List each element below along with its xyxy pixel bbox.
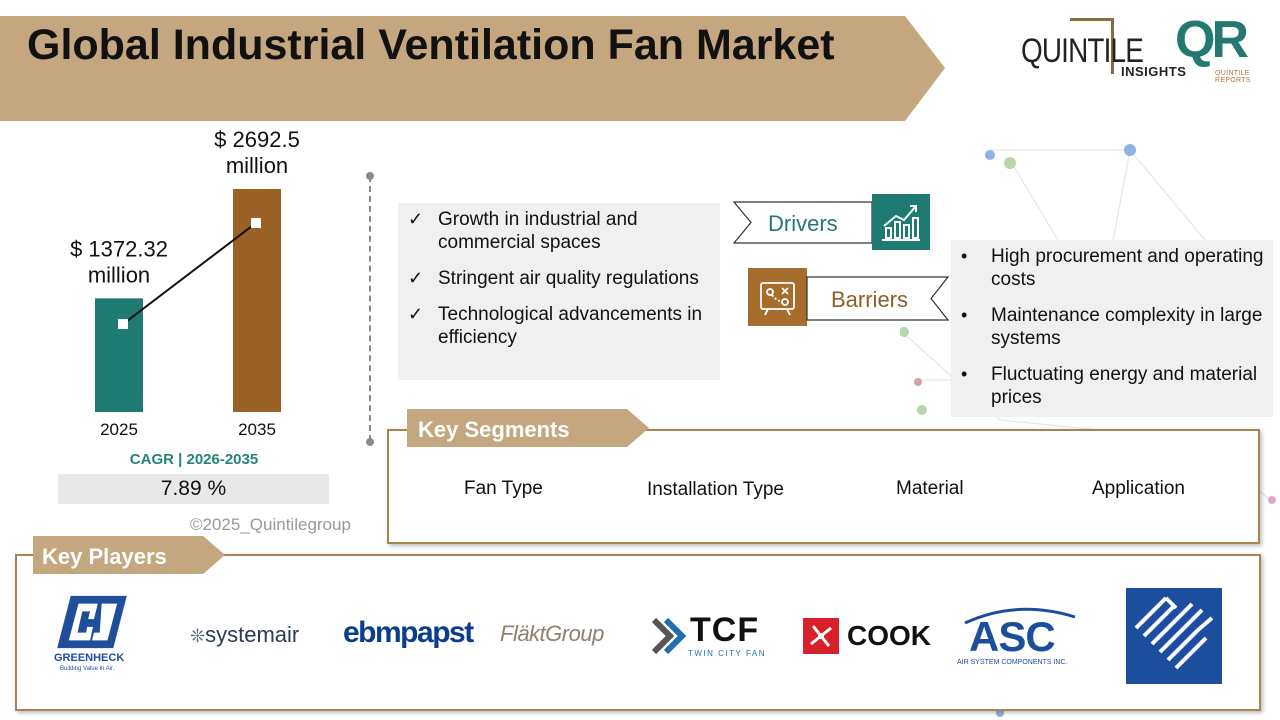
page-title: Global Industrial Ventilation Fan Market [27,21,835,69]
segment-application: Application [1092,478,1185,499]
growth-chart-icon [872,194,930,250]
diagonal-pattern-mark [1134,596,1214,670]
cook-logo: COOK [803,618,931,654]
title-banner [0,16,945,121]
drivers-label: Drivers [768,211,838,236]
logo-frame [1070,18,1114,74]
barrier-item: • Fluctuating energy and material prices [961,363,1266,409]
trend-marker-2035 [251,218,261,228]
driver-item: ✓ Stringent air quality regulations [408,267,713,290]
asc-text: ASC [969,613,1056,660]
segment-fan-type: Fan Type [464,478,543,499]
category-label-2025: 2025 [100,420,138,439]
drivers-panel: ✓ Growth in industrial and commercial spa… [398,203,720,380]
trend-line [122,222,257,325]
quintile-logo: QUINTILE INSIGHTS QR QUINTILE REPORTS [1015,10,1280,85]
barrier-plan-icon [748,268,807,326]
greenheck-mark [57,595,127,649]
barrier-text: Fluctuating energy and material prices [991,364,1258,408]
barriers-list: • High procurement and operating costs • M… [961,245,1266,422]
logo-quintile-text: QUINTILE [1021,32,1144,70]
driver-text: Technological advancements in efficiency [438,304,703,348]
copyright-text: ©2025_Quintilegroup [190,515,351,534]
cagr-title: CAGR | 2026-2035 [129,451,259,468]
key-players-panel [15,554,1261,711]
barrier-text: Maintenance complexity in large systems [991,305,1263,349]
cook-fan-icon [803,618,839,654]
barriers-label: Barriers [831,287,909,312]
logo-insights-text: INSIGHTS [1121,64,1187,79]
systemair-dots-icon: ❊ [190,626,206,646]
key-segments-title: Key Segments [418,417,570,442]
segment-material: Material [896,478,964,499]
flaktgroup-logo: FläktGroup [500,621,604,646]
tcf-chevron-icon [651,617,686,655]
driver-text: Growth in industrial and commercial spac… [438,209,638,253]
asc-logo: ASC AIR SYSTEM COMPONENTS INC. [957,605,1082,671]
key-segments-header [407,409,649,447]
key-segments-panel [387,429,1260,544]
barrier-item: • High procurement and operating costs [961,245,1266,291]
ebmpapst-logo: ebmpapst [343,616,474,649]
systemair-text: systemair [205,622,300,647]
greenheck-text: GREENHECK [54,652,125,664]
cook-text: COOK [847,620,931,651]
barriers-tag-shape [806,276,949,321]
greenheck-logo: GREENHECK Building Value in Air. [52,594,132,676]
driver-item: ✓ Technological advancements in efficienc… [408,303,713,349]
check-icon: ✓ [408,304,424,324]
driver-item: ✓ Growth in industrial and commercial spa… [408,208,713,254]
bar-2025 [95,298,143,412]
greenheck-tagline: Building Value in Air. [60,666,115,672]
diagonal-pattern-logo [1126,588,1222,684]
divider-dot-bottom [366,438,374,446]
tcf-text: TCF [690,611,760,649]
trend-marker-2025 [118,319,128,329]
key-players-title: Key Players [42,544,167,569]
logo-qr-subtext: QUINTILE REPORTS [1215,70,1251,84]
bullet-icon: • [961,364,968,384]
tcf-logo: TCF TWIN CITY FAN [650,611,775,660]
tcf-subtext: TWIN CITY FAN [688,649,767,658]
bullet-icon: • [961,246,968,266]
asc-subtext: AIR SYSTEM COMPONENTS INC. [957,659,1068,666]
check-icon: ✓ [408,268,424,288]
drivers-tag-shape [733,201,873,244]
asc-swoosh-icon [964,607,1076,625]
cagr-value: 7.89 % [58,474,329,504]
barrier-text: High procurement and operating costs [991,246,1264,290]
divider-dot-top [366,172,374,180]
category-label-2035: 2035 [238,420,276,439]
logo-qr-text: QR [1175,11,1249,69]
barrier-item: • Maintenance complexity in large systems [961,304,1266,350]
systemair-logo: ❊systemair [190,622,299,648]
drivers-list: ✓ Growth in industrial and commercial spa… [408,208,713,362]
section-divider [369,176,371,441]
bullet-icon: • [961,305,968,325]
segment-installation-type: Installation Type [647,479,784,500]
key-players-header [33,536,225,574]
barriers-panel: • High procurement and operating costs • M… [951,240,1273,417]
driver-text: Stringent air quality regulations [438,268,699,289]
check-icon: ✓ [408,209,424,229]
